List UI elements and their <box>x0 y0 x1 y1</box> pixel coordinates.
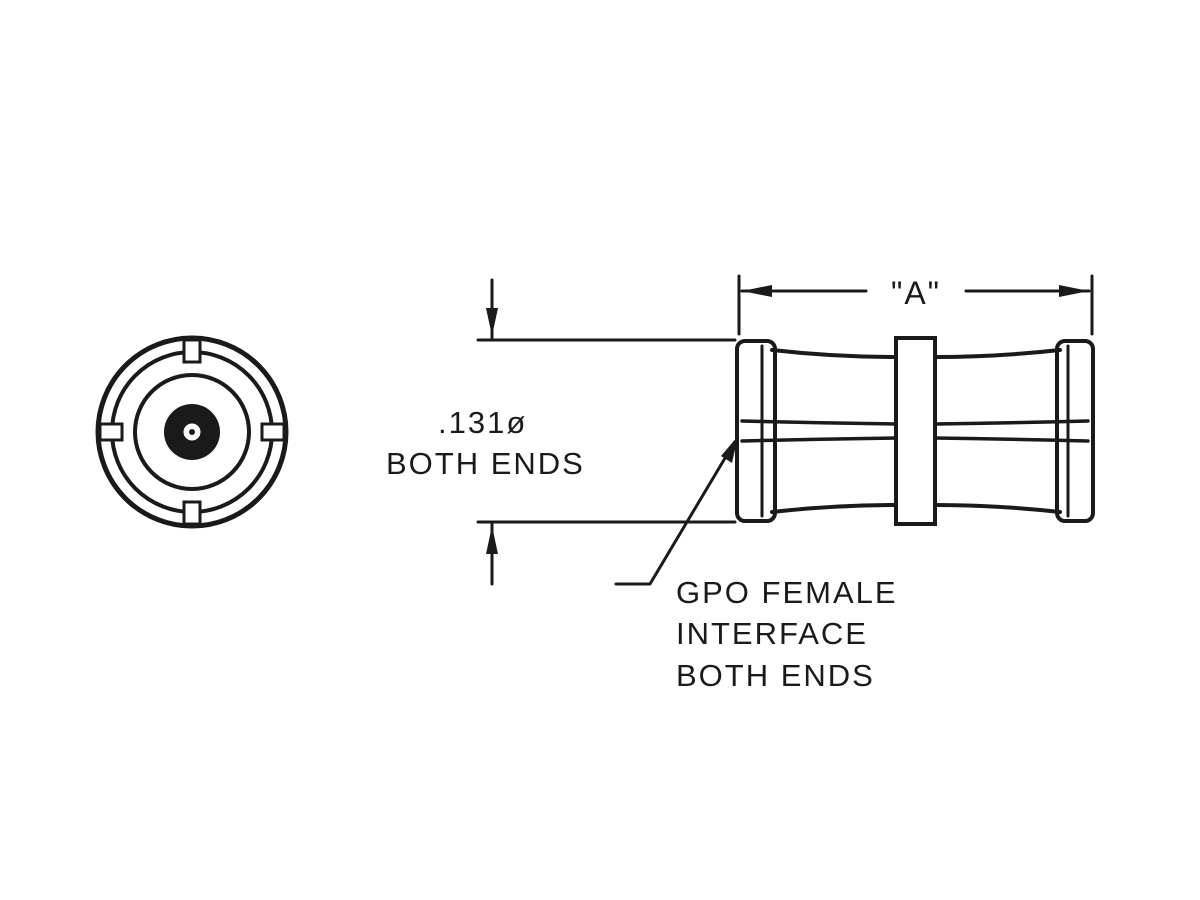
callout-leader-line <box>614 441 736 586</box>
diameter-value-label: .131ø <box>438 405 527 440</box>
end-view-slot-top <box>182 338 202 364</box>
length-dimension: "A" <box>737 274 1094 336</box>
callout-line-2: INTERFACE <box>676 616 868 651</box>
end-view-slots <box>98 338 286 526</box>
diameter-dimension: .131ø BOTH ENDS <box>386 278 737 586</box>
callout-line-1: GPO FEMALE <box>676 575 898 610</box>
length-arrow-left <box>742 285 772 297</box>
end-view-slot-left <box>98 422 124 442</box>
end-view <box>95 335 289 529</box>
callout-arrowhead <box>721 436 738 463</box>
side-view-slit <box>740 419 1090 443</box>
interface-callout: GPO FEMALE INTERFACE BOTH ENDS <box>614 436 898 693</box>
side-view <box>735 336 1095 526</box>
end-view-slot-right <box>260 422 286 442</box>
side-view-right-flange <box>1055 339 1095 523</box>
callout-line-3: BOTH ENDS <box>676 658 875 693</box>
end-view-slot-bottom <box>182 500 202 526</box>
length-label: "A" <box>891 275 941 311</box>
side-view-center-band <box>894 336 937 526</box>
side-view-left-flange <box>735 339 777 523</box>
end-view-inner-ring <box>133 373 251 491</box>
length-arrow-right <box>1059 285 1089 297</box>
diameter-arrow-top-head <box>486 308 498 336</box>
side-view-body-outline <box>770 348 1062 514</box>
end-view-outer-ring <box>95 335 289 529</box>
diameter-note-label: BOTH ENDS <box>386 446 585 481</box>
diameter-arrow-bottom-head <box>486 526 498 554</box>
end-view-pin <box>189 429 195 435</box>
